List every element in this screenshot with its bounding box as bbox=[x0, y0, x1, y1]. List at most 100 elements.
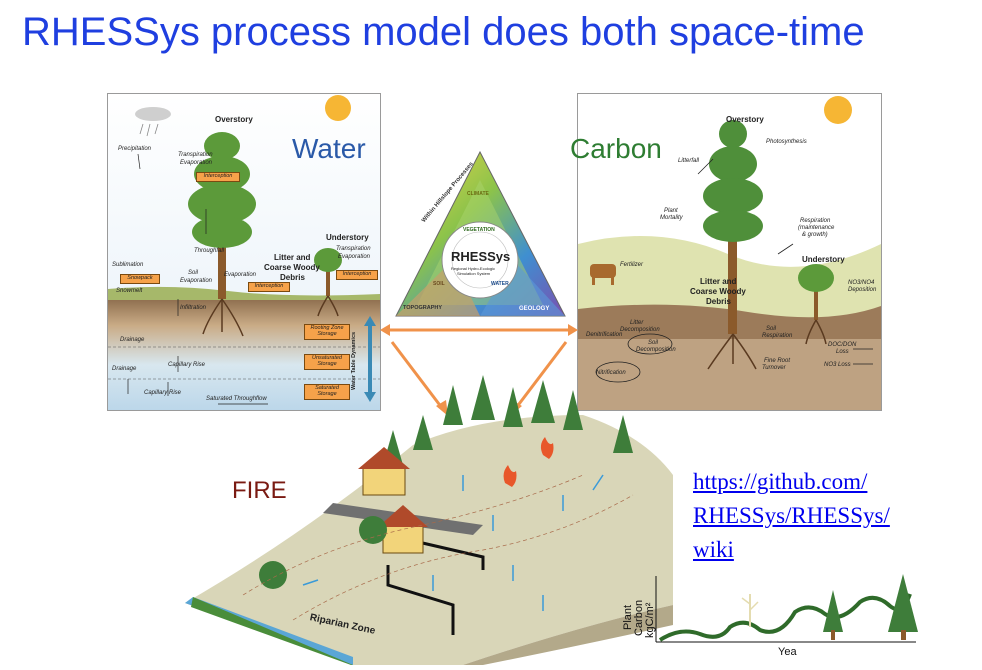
rooting-zone-line2: Storage bbox=[317, 331, 337, 337]
saturated-throughflow-label: Saturated Throughflow bbox=[206, 396, 267, 402]
soil-label: SOIL bbox=[433, 281, 445, 287]
rhessys-wiki-link[interactable]: https://github.com/ RHESSys/RHESSys/ wik… bbox=[693, 465, 953, 567]
unsaturated-line1: Unsaturated bbox=[312, 355, 342, 361]
rhessys-logo-text: RHESSys bbox=[451, 249, 511, 264]
rhessys-triangle-logo: RHESSys Regional Hydro-Ecologic Simulati… bbox=[393, 150, 568, 320]
house-icon-2 bbox=[382, 524, 424, 554]
plant-mortality-line2: Mortality bbox=[660, 215, 683, 221]
connector-arrows bbox=[380, 324, 578, 416]
unsaturated-line2: Storage bbox=[317, 361, 337, 367]
soil-respiration-line1: Soil bbox=[766, 326, 777, 332]
sun-icon bbox=[824, 96, 852, 124]
rhessys-sub-line1: Regional Hydro-Ecologic bbox=[451, 266, 496, 271]
debris-label: Debris bbox=[280, 273, 305, 282]
plant-mortality-line1: Plant bbox=[664, 208, 678, 214]
respiration-line2: (maintenance bbox=[798, 225, 835, 231]
hillslope-art bbox=[185, 375, 673, 665]
precipitation-label: Precipitation bbox=[118, 146, 152, 152]
fine-root-line2: Turnover bbox=[762, 365, 786, 371]
doc-don-loss-line2: Loss bbox=[836, 349, 849, 355]
water-triangle-label: WATER bbox=[491, 281, 509, 287]
understory-interception-storage: Interception bbox=[336, 270, 378, 280]
soil-label: Soil bbox=[188, 270, 199, 276]
rooting-zone-line1: Rooting Zone bbox=[310, 325, 344, 331]
coarse-woody-label: Coarse Woody bbox=[264, 263, 320, 272]
doc-don-loss-line1: DOC/DON bbox=[828, 342, 857, 348]
understory-evaporation-label: Evaporation bbox=[338, 254, 371, 260]
fire-icon bbox=[540, 437, 554, 459]
hillslope-illustration: Riparian Zone bbox=[183, 375, 683, 665]
fire-icon-2 bbox=[503, 465, 517, 487]
coarse-woody-label: Coarse Woody bbox=[690, 287, 746, 296]
understory-transpiration-label: Transpiration bbox=[336, 246, 371, 252]
no3-deposition-line2: Deposition bbox=[848, 287, 877, 293]
chart-ylabel-unit: kgC/m² bbox=[644, 602, 656, 638]
litterfall-label: Litterfall bbox=[678, 158, 700, 164]
respiration-line1: Respiration bbox=[800, 218, 831, 224]
link-line-1[interactable]: https://github.com/ bbox=[693, 469, 868, 494]
capillary-rise-label-2: Capillary Rise bbox=[144, 390, 182, 396]
rhessys-sub-line2: Simulation System bbox=[457, 271, 491, 276]
soil-respiration-line2: Respiration bbox=[762, 333, 793, 339]
house-icon bbox=[362, 466, 406, 496]
cow-icon bbox=[590, 264, 616, 278]
litter-label: Litter and bbox=[274, 253, 311, 262]
capillary-rise-label: Capillary Rise bbox=[168, 362, 206, 368]
drainage-label-2: Drainage bbox=[112, 366, 137, 372]
no3-deposition-line1: NO3/NO4 bbox=[848, 280, 875, 286]
soil-decomposition-line1: Soil bbox=[648, 340, 659, 346]
litter-label: Litter and bbox=[700, 277, 737, 286]
nitrification-label: Nitrification bbox=[596, 370, 626, 376]
fine-root-line1: Fine Root bbox=[764, 358, 791, 364]
water-label: Water bbox=[292, 133, 366, 164]
litter-decomposition-line1: Litter bbox=[630, 320, 644, 326]
link-line-3[interactable]: wiki bbox=[693, 537, 734, 562]
water-process-diagram: Overstory Precipitation Transpiration Ev… bbox=[107, 93, 381, 411]
no3-loss-label: NO3 Loss bbox=[824, 362, 851, 368]
fire-label: FIRE bbox=[232, 477, 287, 504]
understory-label: Understory bbox=[802, 255, 845, 264]
growth-chart-art bbox=[655, 574, 918, 643]
photosynthesis-label: Photosynthesis bbox=[766, 139, 807, 145]
slide-title: RHESSys process model does both space-ti… bbox=[22, 10, 865, 54]
throughfall-label: Throughfall bbox=[194, 248, 225, 254]
drainage-label: Drainage bbox=[120, 337, 145, 343]
understory-label: Understory bbox=[326, 233, 369, 242]
carbon-diagram-art bbox=[578, 94, 881, 410]
soil-evaporation-label: Evaporation bbox=[180, 278, 213, 284]
overstory-label: Overstory bbox=[215, 115, 253, 124]
link-line-2[interactable]: RHESSys/RHESSys/ bbox=[693, 503, 890, 528]
chart-xlabel: Yea bbox=[778, 646, 797, 658]
climate-label: CLIMATE bbox=[467, 191, 489, 197]
litter-decomposition-line2: Decomposition bbox=[620, 327, 660, 333]
infiltration-label: Infiltration bbox=[180, 305, 207, 311]
sublimation-label: Sublimation bbox=[112, 262, 144, 268]
snowpack-storage: Snowpack bbox=[120, 274, 160, 284]
debris-label: Debris bbox=[706, 297, 731, 306]
transpiration-label: Transpiration bbox=[178, 152, 213, 158]
triangle-art bbox=[395, 150, 566, 317]
fertilizer-label: Fertilizer bbox=[620, 262, 644, 268]
sun-icon bbox=[325, 95, 351, 121]
interception-storage: Interception bbox=[196, 172, 240, 182]
overstory-label: Overstory bbox=[726, 115, 764, 124]
plant-carbon-growth-chart: Plant Carbon kgC/m² Yea bbox=[620, 572, 920, 662]
soil-decomposition-line2: Decomposition bbox=[636, 347, 676, 353]
respiration-line3: & growth) bbox=[802, 232, 828, 238]
geology-label: GEOLOGY bbox=[519, 306, 550, 312]
topography-label: TOPOGRAPHY bbox=[403, 305, 443, 311]
snowmelt-label: Snowmelt bbox=[116, 288, 143, 294]
denitrification-label: Denitrification bbox=[586, 332, 623, 338]
carbon-process-diagram: Overstory Photosynthesis Litterfall Plan… bbox=[577, 93, 882, 411]
saturated-line2: Storage bbox=[317, 391, 337, 397]
carbon-label: Carbon bbox=[570, 133, 662, 164]
vegetation-label: VEGETATION bbox=[463, 227, 495, 233]
litter-interception-storage: Interception bbox=[248, 282, 290, 292]
saturated-line1: Saturated bbox=[315, 385, 339, 391]
evaporation-label: Evaporation bbox=[180, 160, 213, 166]
litter-evaporation-label: Evaporation bbox=[224, 272, 257, 278]
cloud-icon bbox=[135, 107, 171, 121]
